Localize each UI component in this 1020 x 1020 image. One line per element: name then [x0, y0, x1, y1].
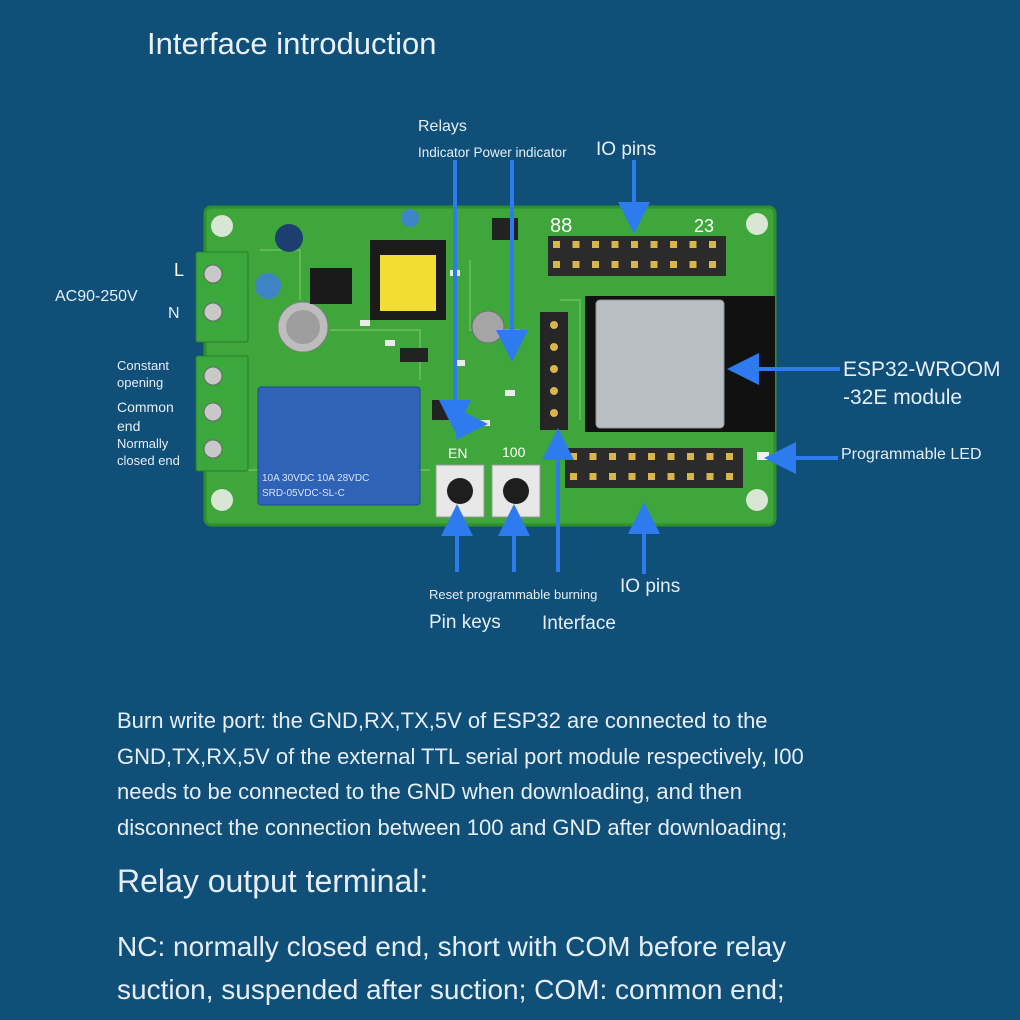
header-pin — [611, 241, 619, 248]
header-pin — [648, 473, 655, 480]
label-normally-closed: Normally closed end — [117, 436, 180, 468]
esp32-module — [595, 299, 725, 429]
header-pin — [650, 241, 658, 248]
header-pin — [628, 453, 636, 460]
header-pin — [570, 473, 577, 480]
label-esp32-module: ESP32-WROOM -32E module — [843, 358, 1001, 409]
header-pin — [648, 453, 655, 460]
header-pin — [572, 261, 580, 268]
pcb-board: 10A 30VDC 10A 28VDC SRD-05VDC-SL-C 88 23… — [174, 205, 777, 527]
pin-23-label: 23 — [694, 216, 714, 236]
terminal-L: L — [174, 260, 184, 280]
header-pin — [667, 473, 675, 480]
header-pin — [592, 241, 599, 248]
label-indicator-power: Indicator Power indicator — [418, 145, 567, 160]
header-pin — [628, 473, 636, 480]
label-constant-opening: Constant opening — [117, 358, 170, 390]
header-pin — [706, 473, 714, 480]
header-pin — [609, 473, 616, 480]
relay-heading: Relay output terminal: — [117, 863, 429, 899]
header-pin — [687, 453, 694, 460]
header-pin — [706, 453, 714, 460]
header-pin — [553, 241, 560, 248]
label-reset-burning: Reset programmable burning — [429, 587, 598, 602]
board-diagram: 10A 30VDC 10A 28VDC SRD-05VDC-SL-C 88 23… — [174, 160, 840, 574]
label-ac: AC90-250V — [55, 288, 138, 305]
header-pin — [611, 261, 619, 268]
header-pin — [689, 261, 697, 268]
label-programmable-led: Programmable LED — [841, 446, 982, 463]
key-100-label: 100 — [502, 444, 526, 460]
header-pin — [572, 241, 580, 248]
header-pin — [650, 261, 658, 268]
page-title: Interface introduction — [147, 26, 437, 61]
header-pin — [609, 453, 616, 460]
header-pin — [592, 261, 599, 268]
header-pin — [726, 473, 733, 480]
label-interface: Interface — [542, 613, 616, 634]
label-pin-keys: Pin keys — [429, 612, 501, 633]
header-pin — [570, 453, 577, 460]
en-label: EN — [448, 445, 467, 461]
label-io-pins-top: IO pins — [596, 139, 657, 160]
header-pin — [589, 473, 597, 480]
label-common-end: Common end — [117, 399, 174, 434]
header-pin — [667, 453, 675, 460]
arrows — [439, 160, 840, 574]
header-pin — [709, 241, 716, 248]
label-relays: Relays — [418, 118, 467, 135]
header-pin — [670, 261, 677, 268]
pin-88-label: 88 — [550, 215, 572, 237]
relay-text-2: SRD-05VDC-SL-C — [262, 488, 345, 499]
programmable-led — [757, 452, 769, 460]
header-pin — [709, 261, 716, 268]
header-pin — [687, 473, 694, 480]
header-pin — [553, 261, 560, 268]
header-pin — [726, 453, 733, 460]
label-io-pins-bottom: IO pins — [620, 576, 681, 597]
relay-description: NC: normally closed end, short with COM … — [117, 931, 787, 1005]
relay-text-1: 10A 30VDC 10A 28VDC — [262, 473, 369, 484]
header-pin — [689, 241, 697, 248]
relay-module — [257, 386, 421, 506]
ac-terminal — [195, 251, 249, 343]
header-pin — [589, 453, 597, 460]
burn-port-paragraph: Burn write port: the GND,RX,TX,5V of ESP… — [117, 708, 804, 840]
header-pin — [631, 261, 638, 268]
label-N: N — [168, 305, 180, 322]
header-pin — [670, 241, 677, 248]
header-pin — [631, 241, 638, 248]
